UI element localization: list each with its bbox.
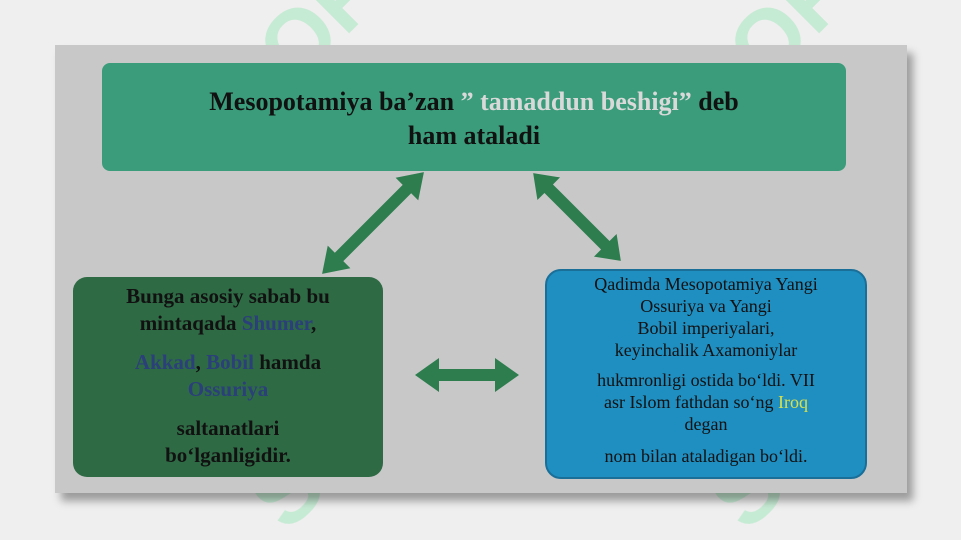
main-statement-line-1: Mesopotamiya ba’zan ” tamaddun beshigi” … — [209, 87, 739, 116]
reason-line: Akkad, Bobil hamda — [134, 350, 322, 374]
highlighted-phrase: ” tamaddun beshigi” — [460, 87, 692, 116]
place-name: Akkad — [134, 350, 196, 374]
reason-line: Bunga asosiy sabab bu — [126, 284, 330, 308]
place-name: Bobil — [206, 350, 254, 374]
reason-box: Bunga asosiy sabab bu mintaqada Shumer, … — [73, 277, 383, 477]
history-box: Qadimda Mesopotamiya Yangi Ossuriya va Y… — [545, 269, 867, 479]
reason-line: saltanatlari — [176, 416, 280, 440]
diagram-panel: Mesopotamiya ba’zan ” tamaddun beshigi” … — [55, 45, 907, 493]
history-line: keyinchalik Axamoniylar — [614, 340, 798, 360]
arrow-left-to-right — [415, 358, 519, 392]
history-line: Ossuriya va Yangi — [640, 296, 772, 316]
main-statement-box: Mesopotamiya ba’zan ” tamaddun beshigi” … — [102, 63, 846, 171]
history-line: hukmronligi ostida bo‘ldi. VII — [597, 370, 815, 390]
history-line: Bobil imperiyalari, — [637, 318, 775, 338]
iraq-word: Iroq — [777, 392, 808, 412]
arrows-layer — [322, 172, 621, 392]
place-name: Shumer — [241, 311, 312, 335]
history-line: degan — [684, 414, 728, 434]
arrow-top-to-left — [322, 172, 424, 274]
history-line: Qadimda Mesopotamiya Yangi — [594, 274, 818, 294]
main-statement-line-2: ham ataladi — [407, 121, 541, 150]
reason-line: mintaqada Shumer, — [139, 311, 317, 335]
history-line: nom bilan ataladigan bo‘ldi. — [604, 446, 808, 466]
reason-line: bo‘lganligidir. — [165, 443, 291, 467]
arrow-top-to-right — [533, 173, 621, 261]
history-line: asr Islom fathdan so‘ng Iroq — [604, 392, 808, 412]
place-name: Ossuriya — [187, 377, 269, 401]
